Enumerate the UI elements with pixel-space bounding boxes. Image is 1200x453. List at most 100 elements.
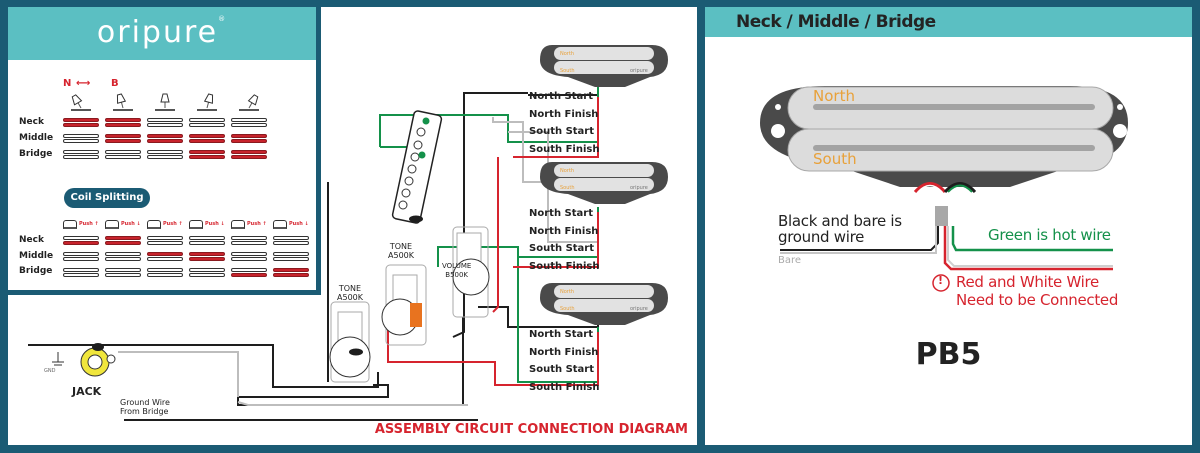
panel-title: Neck / Middle / Bridge: [736, 12, 936, 32]
selector-switch-icon: [71, 94, 91, 111]
push-pull-knob-icon: [105, 220, 119, 229]
panel-header: Neck / Middle / Bridge: [705, 7, 1192, 37]
coil-bar: [105, 252, 141, 256]
bridge-direction-label: B: [111, 78, 119, 89]
push-label: Push ↓: [289, 221, 309, 227]
coil-splitting-badge: Coil Splitting: [64, 188, 150, 208]
coil-bar: [189, 273, 225, 277]
coil-bar: [63, 236, 99, 240]
coil-bar: [231, 268, 267, 272]
coil-indicator-neck: [189, 236, 225, 246]
coil-bar: [189, 252, 225, 256]
split-row-label-neck: Neck: [19, 235, 44, 245]
coil-bar: [105, 150, 141, 154]
push-pull-knob-icon: [273, 220, 287, 229]
coil-bar: [63, 134, 99, 138]
row-label-middle: Middle: [19, 133, 54, 143]
direction-arrow-icon: ⟷: [76, 78, 91, 89]
wire-label: North Finish: [529, 225, 599, 237]
split-row-label-bridge: Bridge: [19, 266, 53, 276]
coil-indicator-middle: [231, 252, 267, 262]
coil-bar: [189, 268, 225, 272]
coil-indicator-neck: [147, 236, 183, 246]
coil-indicator-middle: [273, 252, 309, 262]
push-pull-knob-icon: [63, 220, 77, 229]
coil-indicator-middle: [63, 134, 99, 144]
coil-indicator-bridge: [105, 268, 141, 278]
gnd-label: GND: [44, 368, 56, 374]
coil-bar: [147, 257, 183, 261]
coil-indicator-neck: [231, 236, 267, 246]
coil-bar: [231, 257, 267, 261]
push-pull-knob-icon: [231, 220, 245, 229]
coil-bar: [273, 241, 309, 245]
coil-bar: [231, 134, 267, 138]
coil-bar: [147, 134, 183, 138]
coil-bar: [105, 236, 141, 240]
coil-bar: [231, 252, 267, 256]
coil-bar: [63, 241, 99, 245]
row-label-bridge: Bridge: [19, 149, 53, 159]
coil-indicator-middle: [147, 134, 183, 144]
switch-position-icons: [71, 93, 259, 111]
coil-bar: [147, 241, 183, 245]
ground-symbol: [52, 352, 64, 366]
coil-indicator-bridge: [147, 150, 183, 160]
switch-legend: oripure® N ⟷ B Neck Middle Bridge Coil S…: [8, 7, 321, 295]
wire-red: [513, 212, 599, 268]
push-label: Push ↑: [79, 221, 99, 227]
coil-bar: [105, 268, 141, 272]
wire-label: North Start: [529, 329, 593, 340]
coil-bar: [63, 268, 99, 272]
coil-indicator-neck: [105, 236, 141, 246]
wire-label: North Finish: [529, 346, 599, 358]
coil-bar: [63, 123, 99, 127]
wire-white: [237, 401, 468, 406]
push-label: Push ↓: [205, 221, 225, 227]
wire-label: South Finish: [529, 260, 600, 272]
push-label: Push ↑: [247, 221, 267, 227]
five-way-switch: [391, 110, 443, 224]
coil-bar: [189, 118, 225, 122]
coil-bar: [231, 150, 267, 154]
push-pull-knob-icon: [147, 220, 161, 229]
cable-sheath: [935, 206, 948, 226]
svg-text:North: North: [560, 289, 574, 295]
south-coil-label: South: [813, 150, 857, 168]
coil-bar: [273, 268, 309, 272]
wire-label: South Start: [529, 126, 595, 137]
coil-bar: [105, 155, 141, 159]
brand-band: oripure®: [8, 7, 316, 60]
push-label: Push ↓: [121, 221, 141, 227]
coil-bar: [273, 252, 309, 256]
coil-bar: [147, 236, 183, 240]
coil-bar: [189, 241, 225, 245]
coil-bar: [63, 150, 99, 154]
coil-bar: [147, 155, 183, 159]
wire-black: [28, 344, 379, 388]
coil-bar: [273, 236, 309, 240]
coil-bar: [105, 257, 141, 261]
wire-label: North Start: [529, 208, 593, 219]
coil-indicator-neck: [63, 118, 99, 128]
coil-bar: [63, 252, 99, 256]
wire-label: North Start: [529, 91, 593, 102]
green-wire: [951, 226, 1113, 252]
coil-bar: [273, 273, 309, 277]
coil-bar: [231, 155, 267, 159]
coil-indicator-bridge: [147, 268, 183, 278]
coil-bar: [105, 123, 141, 127]
coil-indicator-bridge: [189, 150, 225, 160]
coil-indicator-bridge: [231, 268, 267, 278]
svg-text:oripure: oripure: [630, 68, 648, 74]
coil-bar: [63, 155, 99, 159]
coil-indicator-neck: [189, 118, 225, 128]
coil-bar: [105, 273, 141, 277]
coil-indicator-bridge: [231, 150, 267, 160]
coil-indicator-neck: [273, 236, 309, 246]
selector-switch-icon: [113, 93, 133, 111]
